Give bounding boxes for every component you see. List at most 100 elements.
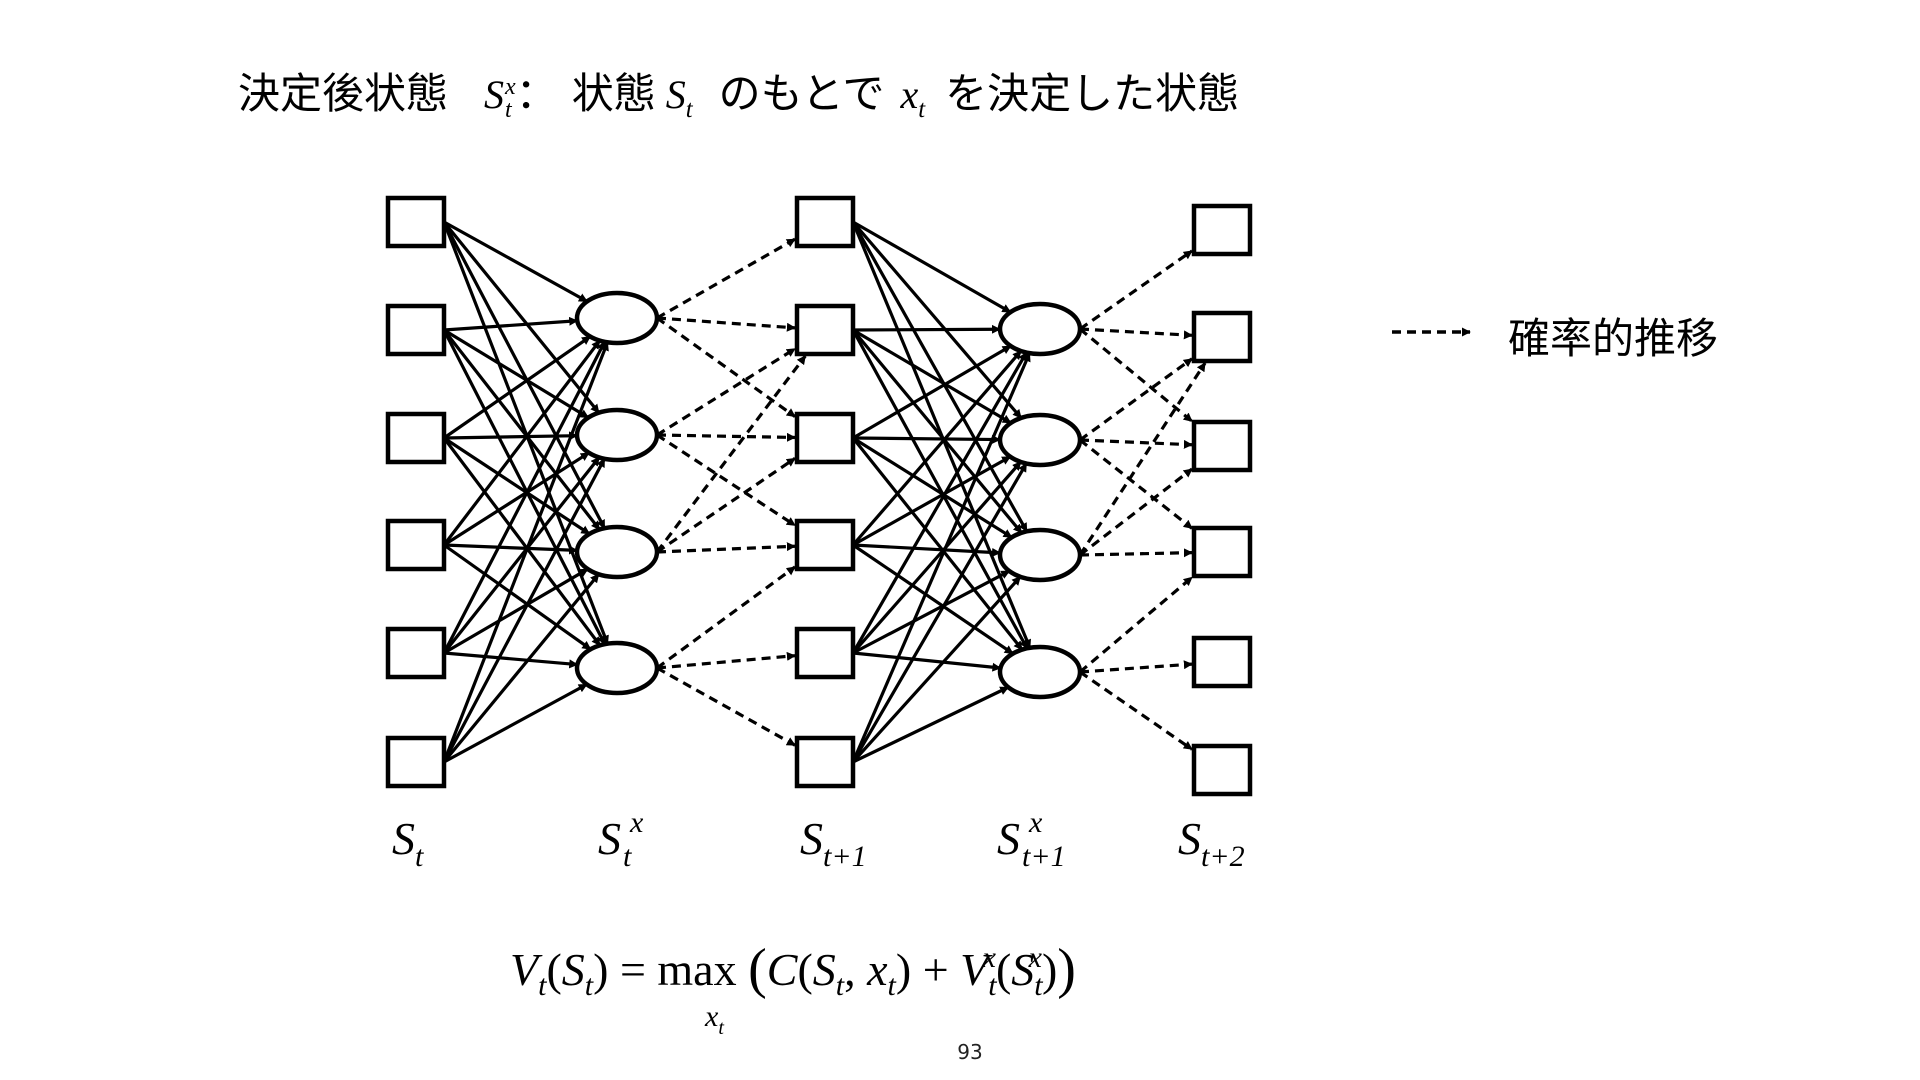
decision-edge-c1-d3 bbox=[851, 329, 1029, 650]
stochastic-edge-d3-e4 bbox=[1079, 660, 1193, 674]
stochastic-edge-d1-e2 bbox=[1079, 438, 1193, 449]
decision-edges bbox=[442, 220, 1032, 764]
post-decision-node-t-3 bbox=[574, 640, 660, 696]
state-node-t-4 bbox=[385, 626, 447, 680]
stochastic-edge-b0-c2 bbox=[656, 316, 796, 418]
decision-edge-c3-d1 bbox=[852, 455, 1012, 547]
title-part1: 決定後状態 bbox=[238, 69, 449, 118]
decision-edge-c4-d0 bbox=[851, 351, 1028, 654]
stochastic-edge-b1-c1 bbox=[656, 347, 796, 437]
decision-edge-a3-b0 bbox=[442, 339, 602, 546]
stochastic-edge-b2-c1 bbox=[655, 355, 807, 553]
decision-edge-c4-d1 bbox=[851, 460, 1022, 655]
decision-edge-a0-b1 bbox=[442, 220, 601, 414]
decision-edge-c1-d2 bbox=[851, 328, 1023, 534]
decision-edge-c3-d0 bbox=[851, 349, 1023, 547]
state-node-t2-1 bbox=[1191, 310, 1253, 364]
decision-edge-a5-b0 bbox=[442, 341, 610, 763]
state-node-t1-2 bbox=[794, 411, 856, 465]
title-colon: ： bbox=[515, 69, 558, 118]
decision-edge-a0-b0 bbox=[443, 220, 588, 303]
stochastic-edge-b2-c3 bbox=[656, 542, 796, 554]
post-decision-node-t1-1 bbox=[997, 412, 1083, 468]
stochastic-edge-d2-e2 bbox=[1079, 467, 1193, 557]
decision-edge-a2-b3 bbox=[442, 437, 602, 647]
title-var-state: St bbox=[665, 72, 693, 123]
stochastic-edge-b0-c1 bbox=[656, 316, 796, 332]
nodes bbox=[385, 195, 1253, 797]
post-decision-node-t-1 bbox=[574, 407, 660, 463]
stochastic-edges bbox=[655, 237, 1207, 751]
decision-edge-a2-b2 bbox=[443, 436, 591, 536]
decision-edge-a4-b2 bbox=[443, 567, 589, 655]
state-node-t2-3 bbox=[1191, 525, 1253, 579]
legend-label: 確率的推移 bbox=[1508, 314, 1719, 363]
max-subscript: xt bbox=[705, 1000, 724, 1039]
column-label-state-t1: St+1 bbox=[800, 813, 867, 873]
decision-edge-a4-b0 bbox=[442, 340, 607, 654]
decision-edge-a2-b0 bbox=[443, 335, 592, 440]
decision-edge-a5-b2 bbox=[442, 573, 600, 764]
decision-edge-c5-d0 bbox=[851, 352, 1032, 763]
decision-edge-c5-d3 bbox=[852, 685, 1010, 764]
state-node-t1-0 bbox=[794, 195, 856, 249]
decision-edge-c1-d0 bbox=[852, 324, 1001, 334]
stochastic-edge-d0-e1 bbox=[1079, 327, 1193, 340]
post-decision-node-t-2 bbox=[574, 524, 660, 580]
stochastic-edge-b3-c4 bbox=[656, 651, 796, 670]
state-node-t-1 bbox=[385, 303, 447, 357]
stochastic-edge-d2-e3 bbox=[1079, 548, 1193, 558]
stochastic-edge-b0-c0 bbox=[656, 237, 796, 320]
decision-edge-c0-d0 bbox=[852, 220, 1012, 314]
state-node-t1-4 bbox=[794, 626, 856, 680]
decision-edge-a1-b1 bbox=[443, 328, 590, 419]
decision-edge-c2-d3 bbox=[851, 437, 1024, 651]
decision-edge-c4-d2 bbox=[852, 569, 1011, 655]
decision-edge-a1-b3 bbox=[442, 329, 607, 645]
post-decision-node-t-0 bbox=[574, 290, 660, 346]
decision-edge-c1-d1 bbox=[852, 328, 1012, 425]
title-part3: のもとで bbox=[718, 69, 885, 118]
decision-edge-a5-b1 bbox=[442, 457, 606, 763]
legend: 確率的推移 bbox=[1390, 305, 1718, 366]
decision-edge-a0-b2 bbox=[442, 221, 606, 530]
stochastic-edge-b2-c2 bbox=[656, 457, 796, 554]
decision-edge-a3-b1 bbox=[443, 451, 590, 547]
post-decision-node-t1-3 bbox=[997, 644, 1083, 700]
title-var-decision: xt bbox=[900, 72, 926, 123]
decision-edge-c5-d2 bbox=[851, 575, 1022, 764]
state-node-t-5 bbox=[385, 735, 447, 789]
state-node-t-3 bbox=[385, 518, 447, 572]
stochastic-edge-d0-e2 bbox=[1078, 327, 1194, 423]
stochastic-edge-d3-e3 bbox=[1078, 576, 1194, 674]
state-node-t-0 bbox=[385, 195, 447, 249]
column-label-state-t: St bbox=[392, 813, 424, 873]
stochastic-edge-b1-c3 bbox=[656, 433, 796, 527]
decision-edge-c0-d2 bbox=[851, 221, 1029, 533]
stochastic-edge-b3-c5 bbox=[656, 666, 796, 747]
state-node-t2-2 bbox=[1191, 419, 1253, 473]
state-node-t1-5 bbox=[794, 735, 856, 789]
decision-edge-a3-b3 bbox=[443, 543, 592, 651]
post-decision-node-t1-2 bbox=[997, 527, 1083, 583]
stochastic-edge-d1-e3 bbox=[1079, 438, 1193, 530]
stochastic-edge-d2-e1 bbox=[1078, 362, 1207, 556]
decision-edge-a1-b0 bbox=[443, 316, 579, 332]
stochastic-edge-d3-e5 bbox=[1079, 670, 1193, 751]
state-node-t2-5 bbox=[1191, 743, 1253, 797]
state-node-t-2 bbox=[385, 411, 447, 465]
bellman-equation: Vt(St) = max (C(St, xt) + Vtx(Stx)) bbox=[510, 938, 1076, 1002]
decision-edge-a1-b2 bbox=[442, 329, 601, 531]
state-node-t2-4 bbox=[1191, 635, 1253, 689]
post-decision-node-t1-0 bbox=[997, 301, 1083, 357]
decision-edge-c2-d2 bbox=[852, 436, 1013, 539]
decision-edge-a4-b1 bbox=[442, 456, 601, 654]
column-label-state-t2: St+2 bbox=[1178, 813, 1245, 873]
decision-edge-c3-d3 bbox=[852, 543, 1014, 655]
stochastic-edge-d1-e1 bbox=[1079, 357, 1193, 442]
state-node-t1-1 bbox=[794, 303, 856, 357]
decision-edge-a4-b3 bbox=[443, 651, 579, 669]
